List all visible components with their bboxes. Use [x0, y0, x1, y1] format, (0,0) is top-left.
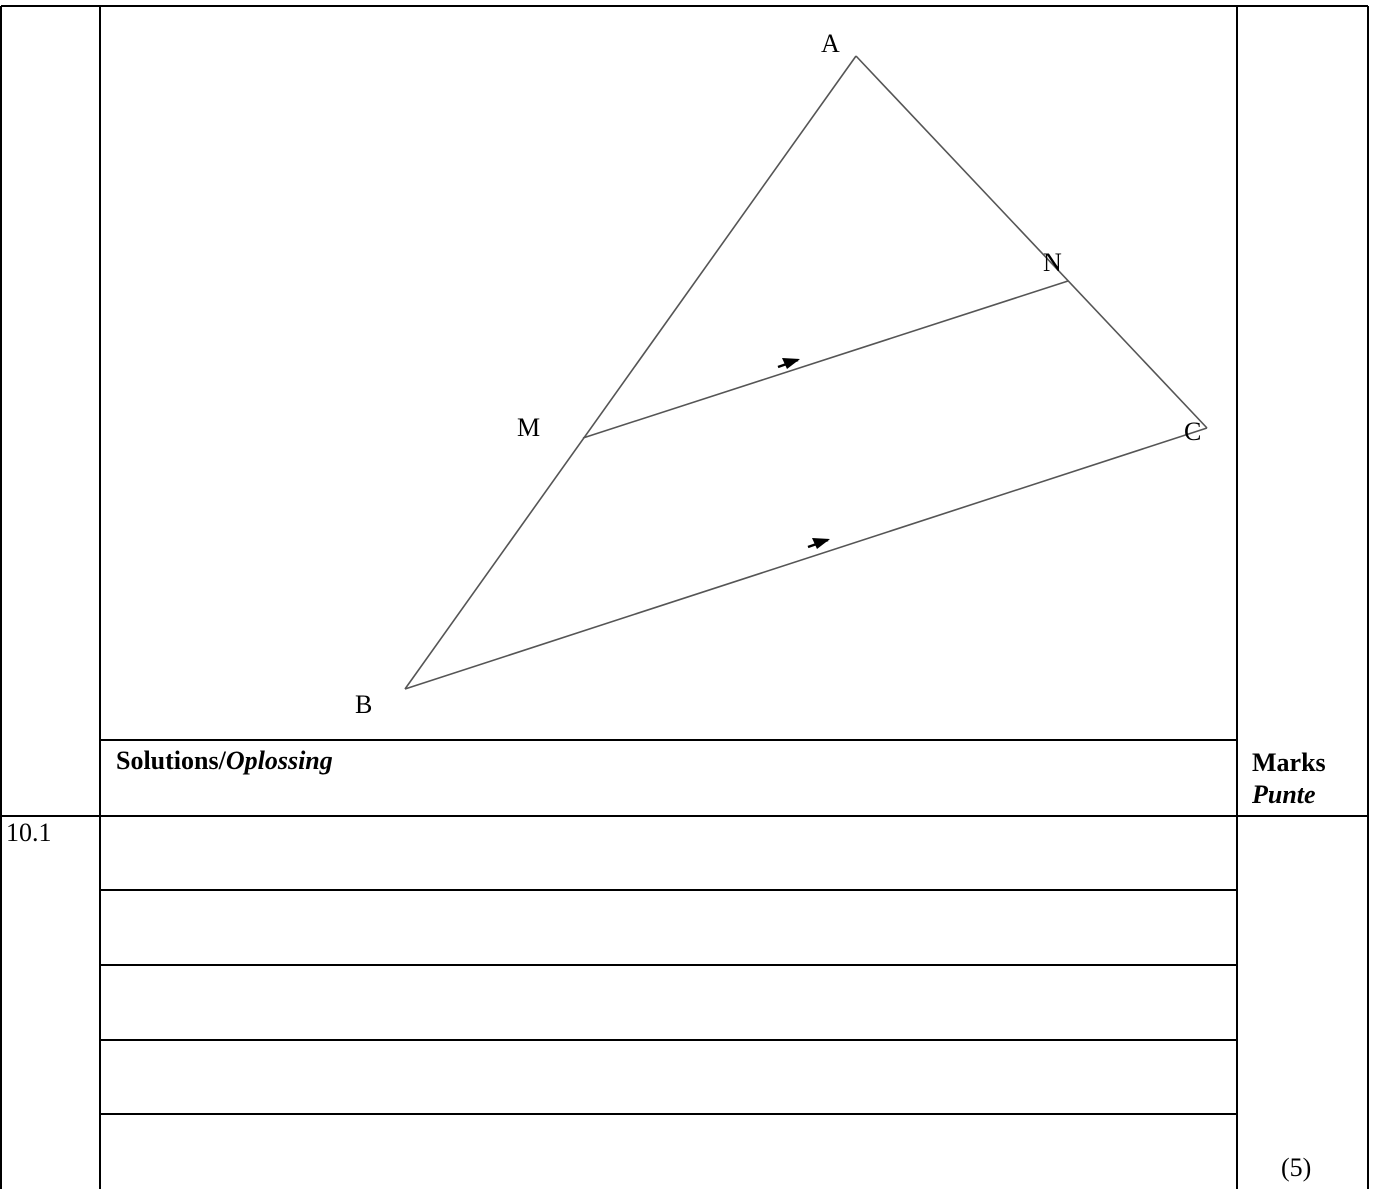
solutions-label: Solutions/: [116, 746, 226, 775]
question-number: 10.1: [6, 818, 52, 847]
marks-header-italic: Punte: [1252, 780, 1316, 810]
parallel-arrow-shaft: [807, 538, 829, 549]
vertex-label-c: C: [1184, 417, 1202, 446]
segment-mn: [582, 280, 1069, 439]
question-marks: (5): [1281, 1153, 1312, 1182]
marks-header: Marks: [1252, 748, 1326, 778]
side-ab: [404, 55, 857, 690]
vertex-label-b: B: [355, 690, 373, 719]
vertex-label-a: A: [821, 29, 840, 58]
parallel-arrow-shaft: [777, 358, 799, 369]
marks-label: Marks: [1252, 748, 1326, 777]
marks-label-italic: Punte: [1252, 780, 1316, 809]
vertex-label-n: N: [1043, 248, 1062, 277]
side-ac: [855, 55, 1208, 429]
solutions-header: Solutions/Oplossing: [116, 746, 333, 776]
solutions-label-italic: Oplossing: [225, 746, 333, 775]
vertex-label-m: M: [517, 413, 541, 442]
triangle-diagram: [404, 55, 1208, 690]
side-bc: [404, 427, 1208, 690]
